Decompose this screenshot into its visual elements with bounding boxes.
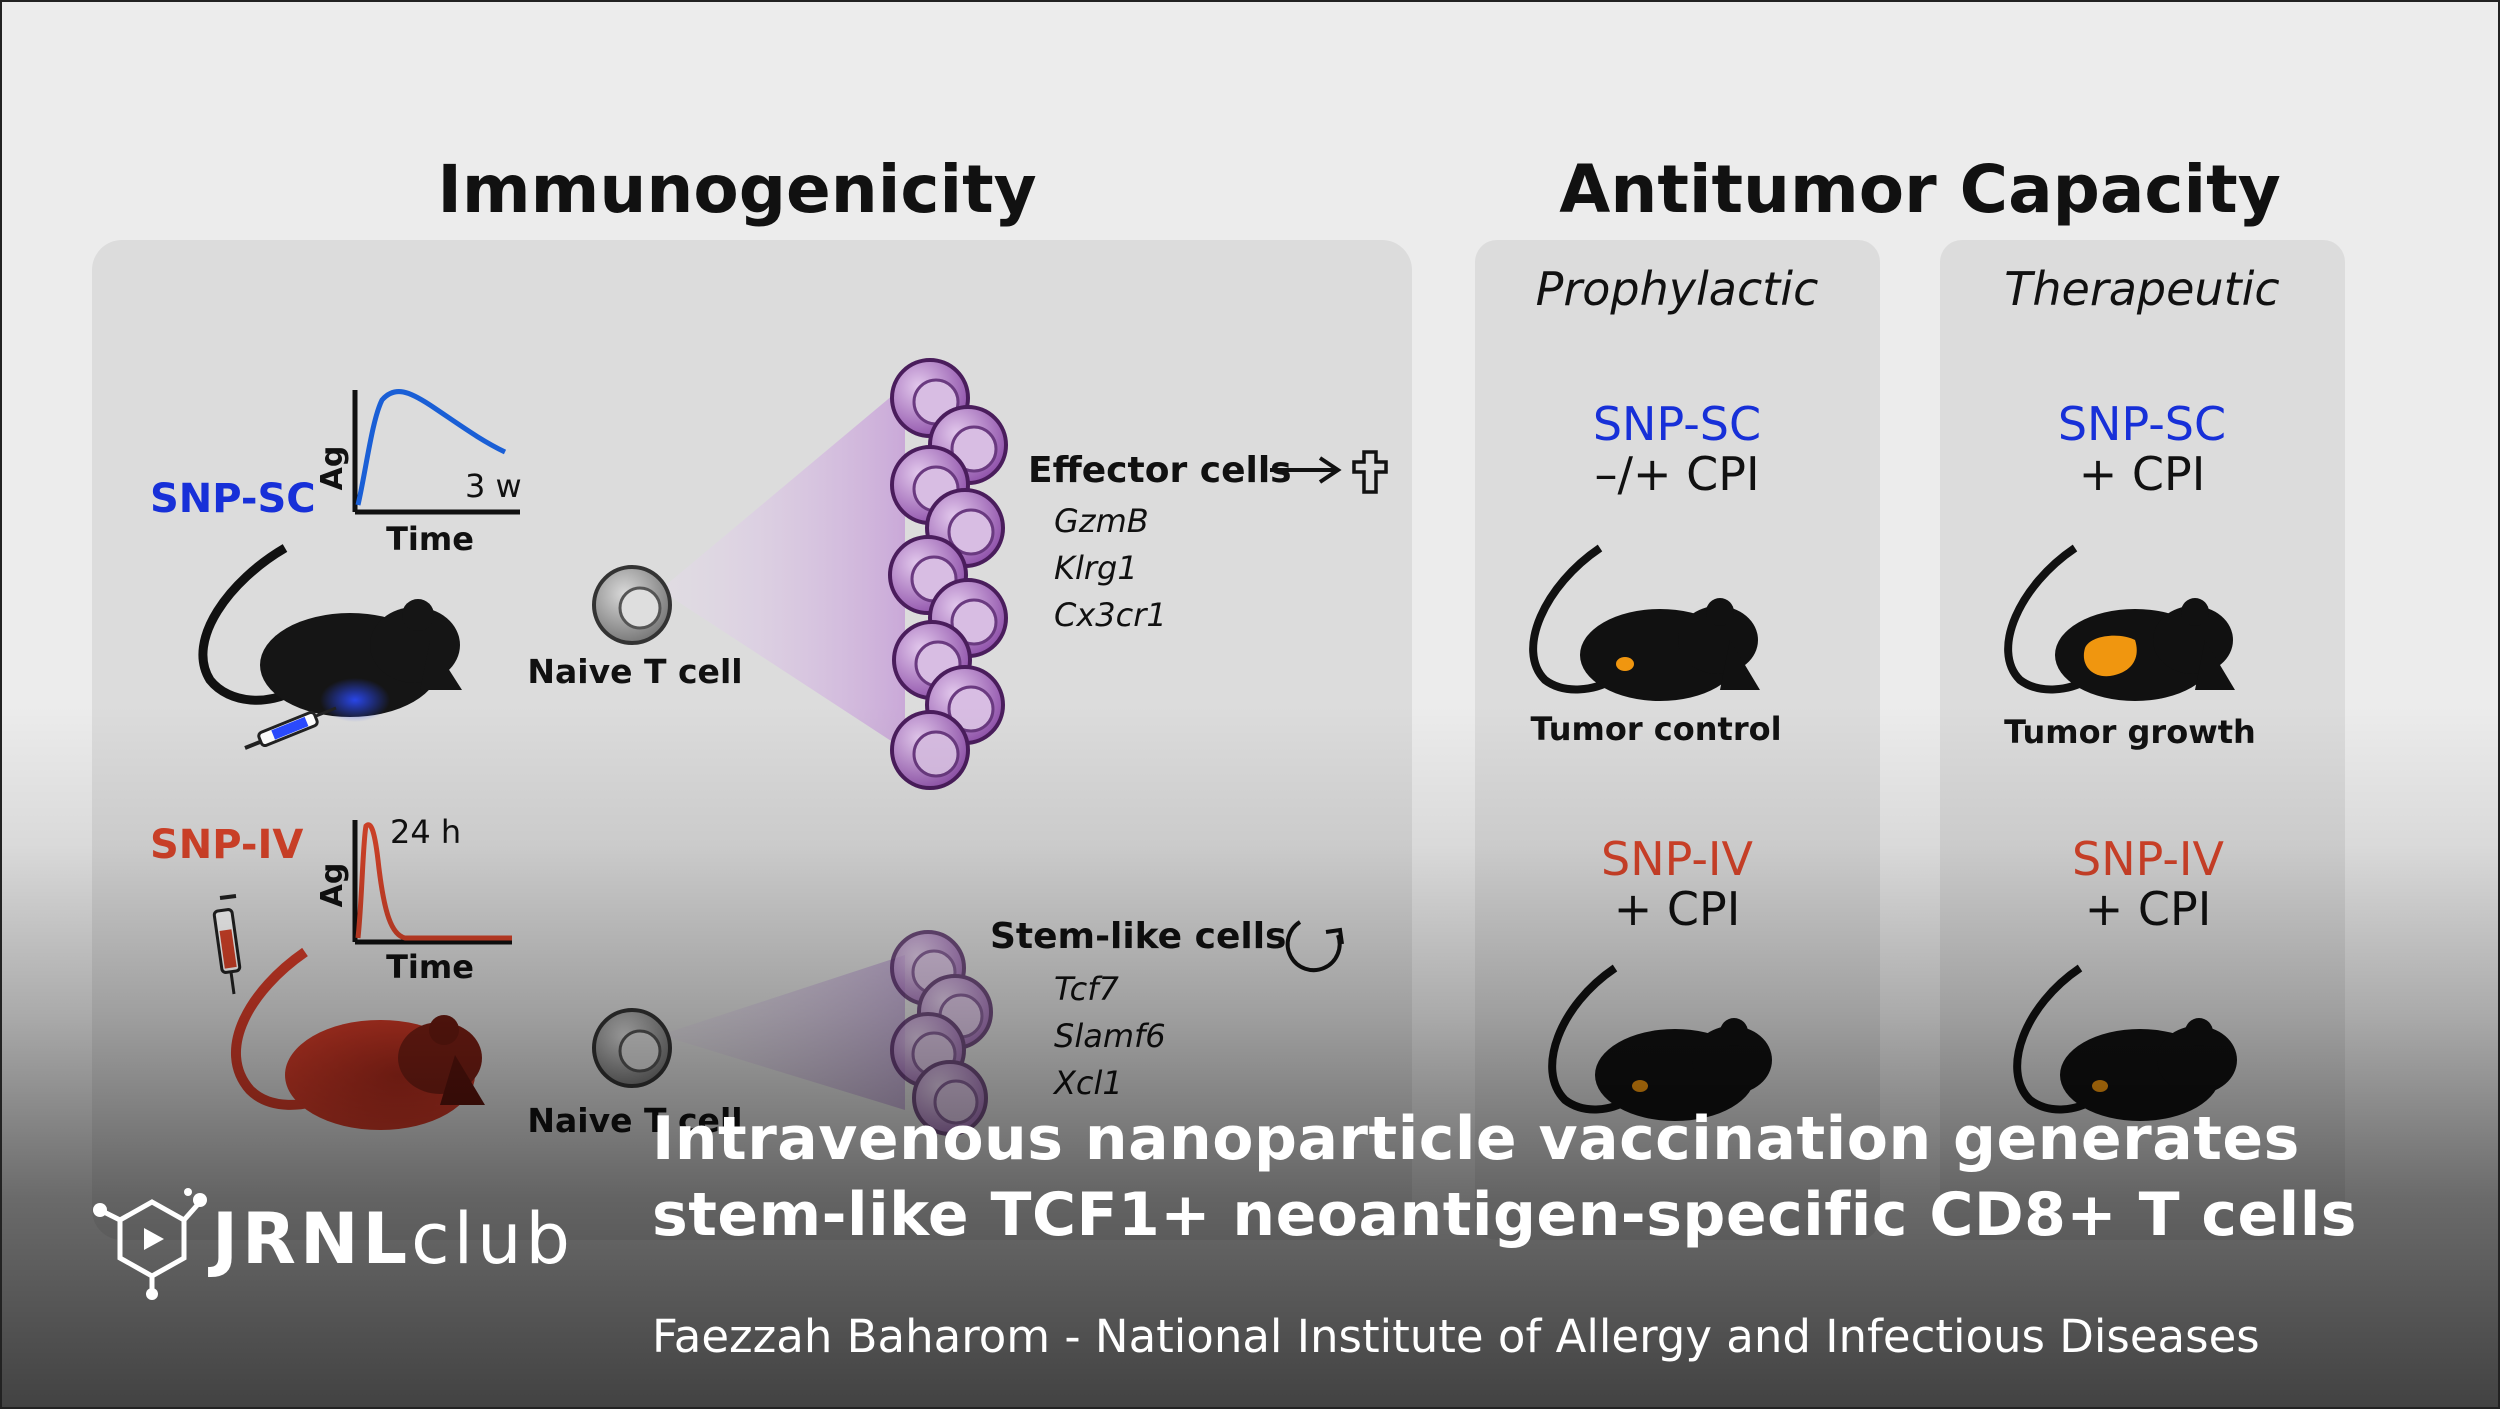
iv-y-axis-label: Ag xyxy=(315,863,350,908)
brand-wordmark-bold: JRNL xyxy=(212,1198,412,1280)
video-title-line-2: stem-like TCF1+ neoantigen-specific CD8+… xyxy=(652,1180,2357,1250)
stem-gene-3: Xcl1 xyxy=(1052,1064,1123,1102)
therapeutic-sc-label: SNP-SC xyxy=(2058,397,2226,451)
effector-cells-label: Effector cells xyxy=(1028,450,1292,491)
naive-t-cell-icon-bottom xyxy=(592,1008,672,1088)
sc-y-axis-label: Ag xyxy=(315,446,350,491)
jrnlclub-logo-icon xyxy=(93,1188,207,1300)
prophylactic-iv-label: SNP-IV xyxy=(1601,832,1754,886)
stem-gene-2: Slamf6 xyxy=(1054,1017,1166,1055)
stem-gene-1: Tcf7 xyxy=(1054,970,1119,1008)
immunogenicity-heading: Immunogenicity xyxy=(437,151,1036,228)
prophylactic-iv-cpi: + CPI xyxy=(1614,882,1741,936)
brand-wordmark-light: club xyxy=(411,1198,574,1280)
therapeutic-sc-outcome: Tumor growth xyxy=(2004,713,2256,751)
sc-x-axis-label: Time xyxy=(386,520,474,558)
antitumor-heading: Antitumor Capacity xyxy=(1559,151,2281,228)
effector-gene-2: Klrg1 xyxy=(1054,549,1138,587)
sc-duration-label: 3 w xyxy=(465,467,522,505)
iv-x-axis-label: Time xyxy=(386,948,474,986)
prophylactic-sc-cpi: –/+ CPI xyxy=(1594,447,1759,501)
therapeutic-header: Therapeutic xyxy=(2004,262,2279,316)
therapeutic-sc-cpi: + CPI xyxy=(2079,447,2206,501)
snp-sc-label: SNP-SC xyxy=(150,476,316,522)
therapeutic-iv-label: SNP-IV xyxy=(2072,832,2225,886)
effector-gene-3: Cx3cr1 xyxy=(1054,596,1167,634)
prophylactic-sc-outcome: Tumor control xyxy=(1530,710,1781,748)
naive-t-cell-icon-top xyxy=(592,565,672,645)
stem-like-cells-label: Stem-like cells xyxy=(990,916,1286,957)
prophylactic-header: Prophylactic xyxy=(1536,262,1819,316)
naive-t-cell-label-top: Naive T cell xyxy=(527,652,742,691)
video-subtitle: Faezzah Baharom - National Institute of … xyxy=(652,1310,2260,1363)
effector-gene-1: GzmB xyxy=(1054,502,1149,540)
therapeutic-iv-cpi: + CPI xyxy=(2085,882,2212,936)
brand-wordmark: JRNLclub xyxy=(212,1198,574,1280)
iv-duration-label: 24 h xyxy=(390,813,461,851)
prophylactic-sc-label: SNP-SC xyxy=(1593,397,1761,451)
snp-iv-label: SNP-IV xyxy=(150,822,303,868)
video-title-line-1: Intravenous nanoparticle vaccination gen… xyxy=(652,1104,2300,1174)
